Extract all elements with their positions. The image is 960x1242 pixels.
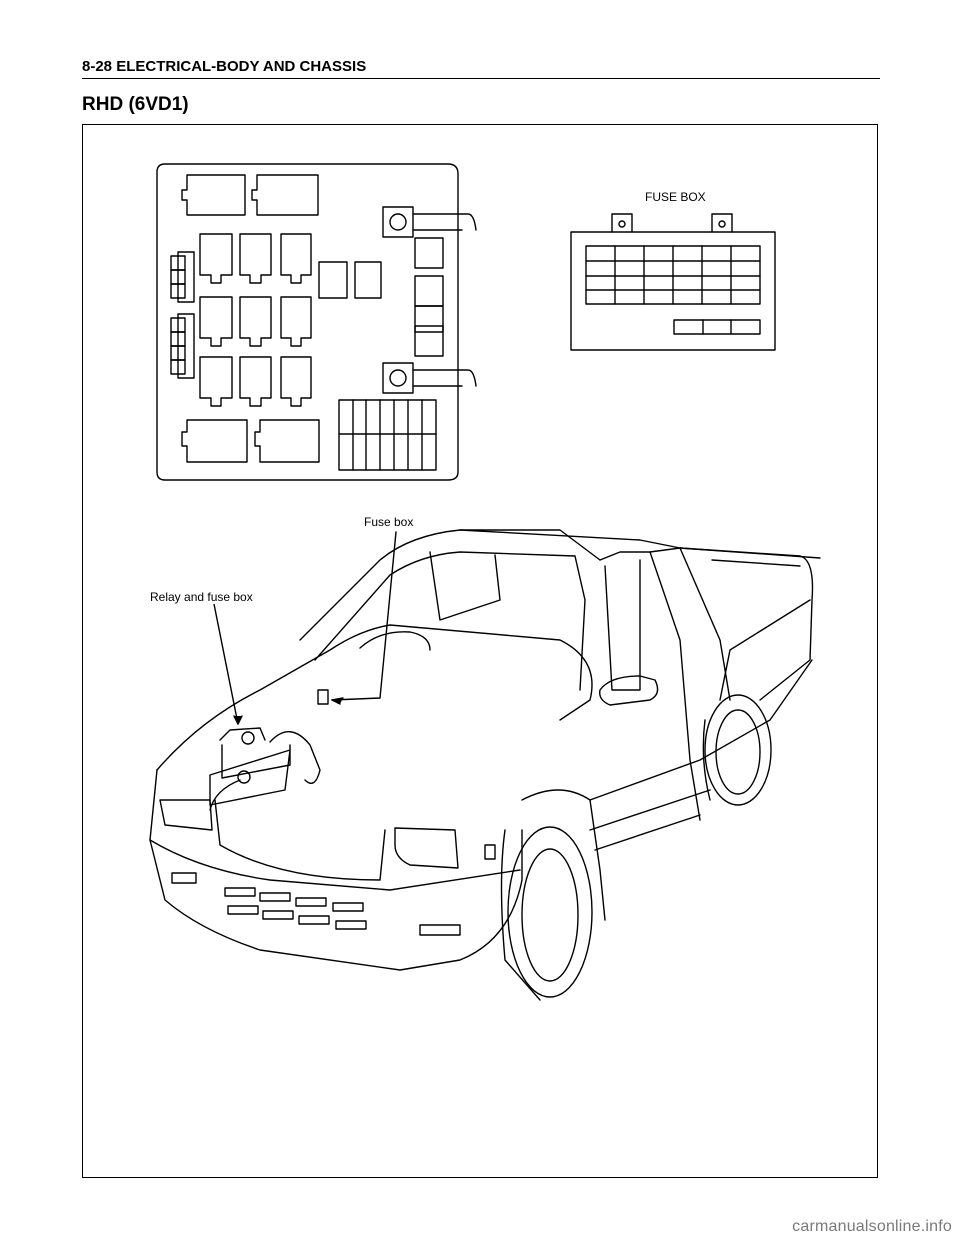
page-header: 8-28 ELECTRICAL-BODY AND CHASSIS <box>82 58 880 79</box>
relay-fuse-box-detail <box>156 163 477 481</box>
relay-grid <box>199 233 312 407</box>
fuse-box-detail <box>570 213 776 351</box>
callout-relay-and-fuse-box: Relay and fuse box <box>150 590 253 604</box>
fuse-box-detail-label: FUSE BOX <box>645 190 706 204</box>
figure-frame <box>82 124 878 1178</box>
callout-fuse-box: Fuse box <box>364 515 414 529</box>
truck-illustration <box>149 529 821 1001</box>
section-title: RHD (6VD1) <box>82 94 189 115</box>
page-header-text: 8-28 ELECTRICAL-BODY AND CHASSIS <box>82 58 367 75</box>
watermark: carmanualsonline.info <box>792 1218 952 1235</box>
bumper-slots <box>171 872 461 936</box>
callout-leaders <box>213 531 397 725</box>
